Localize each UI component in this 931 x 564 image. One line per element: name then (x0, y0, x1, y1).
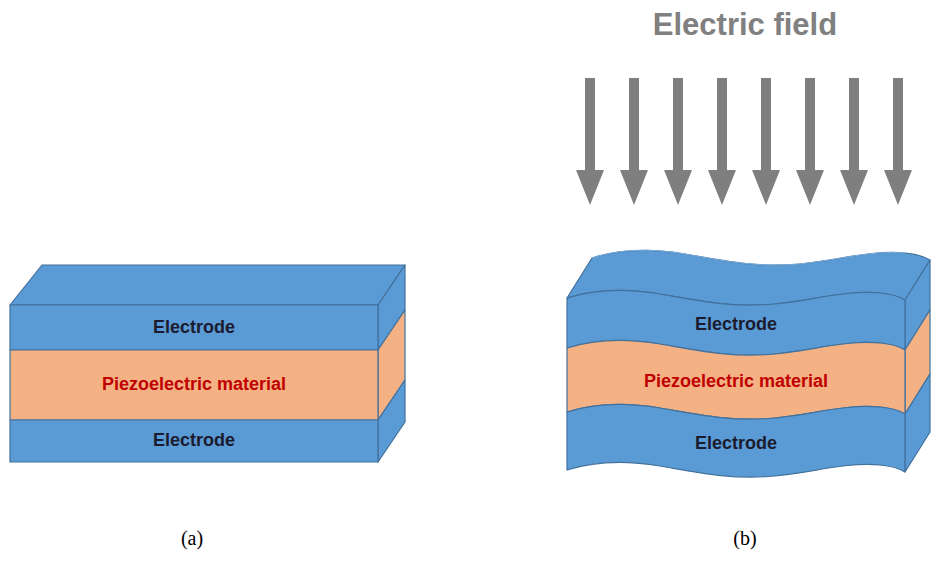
electrode-label: Electrode (695, 433, 777, 455)
field-arrow (752, 78, 780, 205)
electrode-layer: Electrode (10, 420, 378, 462)
slab-side-face (905, 374, 930, 472)
slab-top-face (10, 265, 405, 305)
field-arrow (884, 78, 912, 205)
panel-caption: (b) (733, 526, 756, 550)
slab-side-face (378, 380, 405, 462)
electrode-label: Electrode (153, 317, 235, 339)
field-arrow (664, 78, 692, 205)
material-label: Piezoelectric material (102, 374, 286, 396)
panel-caption: (a) (181, 526, 203, 550)
electrode-layer: Electrode (567, 306, 905, 344)
field-arrow (576, 78, 604, 205)
electrode-layer: Electrode (567, 424, 905, 464)
slab-top-edge (592, 250, 905, 265)
flat-slab (10, 265, 405, 462)
bent-slab (567, 250, 930, 477)
electrode-layer: Electrode (10, 305, 378, 350)
field-arrows (576, 78, 912, 205)
piezo-layer: Piezoelectric material (10, 350, 378, 420)
material-label: Piezoelectric material (644, 371, 828, 393)
field-title: Electric field (653, 6, 837, 43)
field-arrow (620, 78, 648, 205)
field-arrow (796, 78, 824, 205)
electrode-label: Electrode (695, 314, 777, 336)
piezo-layer: Piezoelectric material (567, 360, 905, 404)
electrode-face (567, 404, 905, 477)
electrode-label: Electrode (153, 430, 235, 452)
field-arrow (840, 78, 868, 205)
electrode-face (10, 305, 378, 350)
electrode-face (10, 420, 378, 462)
piezo-face (10, 350, 378, 420)
field-arrow (708, 78, 736, 205)
